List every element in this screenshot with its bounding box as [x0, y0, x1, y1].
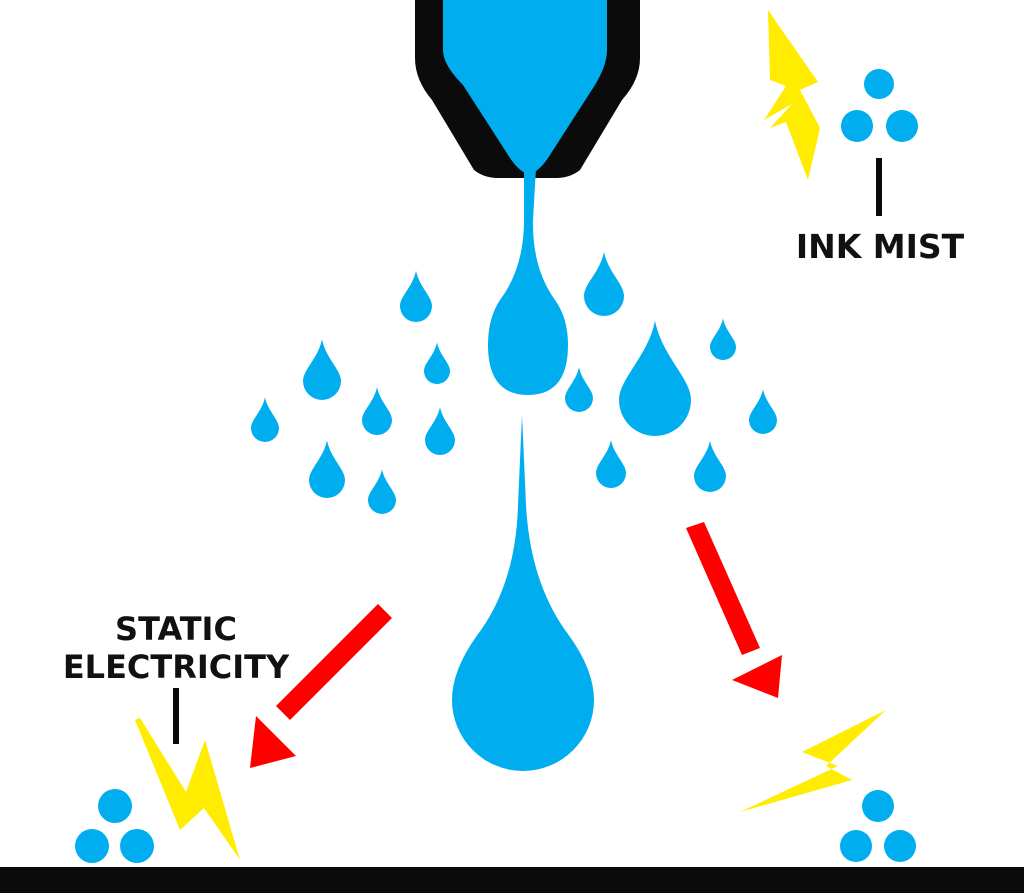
ink-mist-cluster-left — [75, 789, 154, 863]
ink-droplet-icon — [425, 407, 455, 455]
ink-droplet-icon — [619, 320, 691, 436]
lightning-bolt-right — [740, 710, 886, 812]
ink-droplet-icon — [596, 440, 626, 488]
ink-droplet-icon — [251, 397, 279, 442]
static-leader-line — [173, 688, 179, 744]
ink-droplet-icon — [303, 339, 341, 400]
ink-mist-label: INK MIST — [796, 227, 965, 266]
ink-stream — [488, 168, 568, 395]
ink-droplet-icon — [584, 252, 624, 316]
ink-droplet-icon — [749, 389, 777, 434]
ground-surface — [0, 867, 1024, 893]
ink-mist-leader-line — [876, 158, 882, 216]
nozzle-ink — [443, 0, 607, 174]
static-label-line2: ELECTRICITY — [63, 648, 290, 686]
down-arrow-icon-left — [250, 604, 392, 768]
satellite-droplets — [251, 252, 777, 514]
ink-droplet-icon — [694, 440, 726, 492]
ink-droplet-icon — [565, 367, 593, 412]
down-arrow-icon-right — [686, 522, 782, 698]
main-ink-drop — [452, 415, 594, 771]
lightning-bolt-top — [764, 10, 820, 180]
ink-droplet-icon — [400, 270, 432, 322]
ink-mist-cluster-top — [841, 69, 918, 142]
static-label-line1: STATIC — [115, 610, 237, 648]
ink-droplet-icon — [362, 387, 392, 435]
ink-droplet-icon — [309, 440, 345, 498]
ink-droplet-icon — [424, 342, 450, 384]
ink-mist-cluster-right — [840, 790, 916, 862]
lightning-bolt-left — [135, 718, 240, 860]
ink-droplet-icon — [710, 318, 736, 360]
ink-droplet-icon — [368, 469, 396, 514]
printhead-nozzle-icon — [415, 0, 640, 395]
